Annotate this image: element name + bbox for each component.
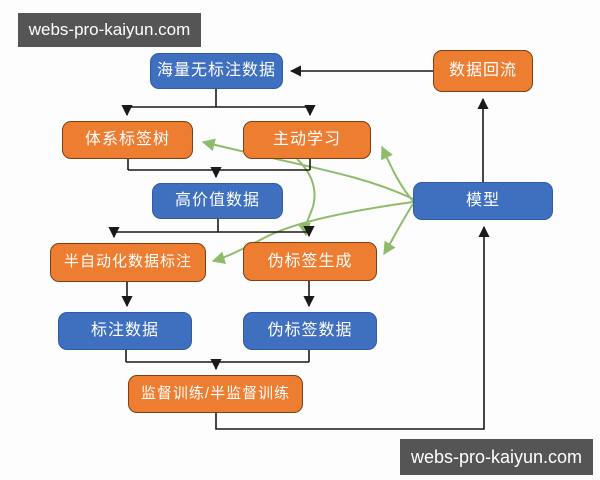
node-pseudo-label-data: 伪标签数据 (243, 312, 377, 350)
node-massive-unlabeled-data: 海量无标注数据 (150, 53, 283, 89)
node-semi-automatic-labeling: 半自动化数据标注 (50, 243, 206, 282)
black-flow-arrows (108, 65, 490, 430)
node-pseudo-label-generation: 伪标签生成 (243, 242, 377, 281)
watermark-top-left: webs-pro-kaiyun.com (18, 13, 201, 47)
node-data-backflow: 数据回流 (433, 50, 533, 92)
node-model: 模型 (413, 182, 553, 220)
node-active-learning: 主动学习 (243, 121, 371, 159)
green-feedback-arrows (201, 138, 414, 265)
node-labeled-data: 标注数据 (58, 312, 192, 350)
node-taxonomy-tag-tree: 体系标签树 (62, 121, 193, 159)
node-supervised-training: 监督训练/半监督训练 (128, 375, 303, 413)
watermark-bottom-right: webs-pro-kaiyun.com (400, 439, 593, 475)
node-high-value-data: 高价值数据 (152, 183, 283, 219)
